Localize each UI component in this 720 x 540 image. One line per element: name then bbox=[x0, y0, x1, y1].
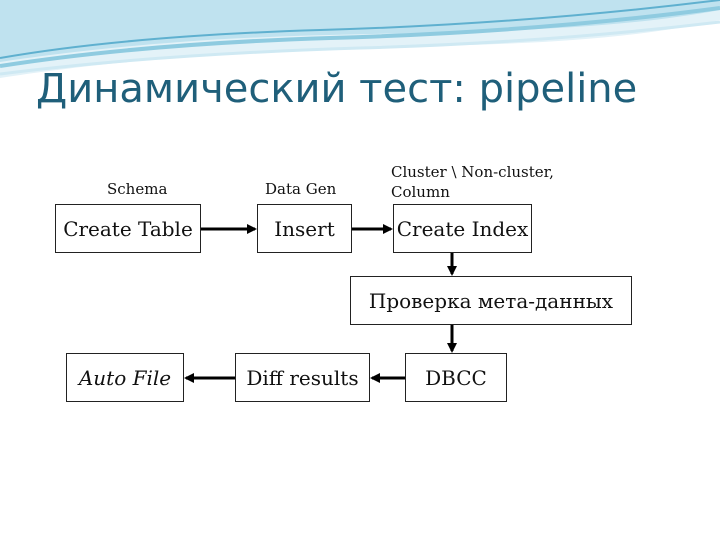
header-wave-decoration bbox=[0, 0, 720, 78]
slide-title: Динамический тест: pipeline bbox=[36, 66, 638, 112]
node-auto-file: Auto File bbox=[66, 353, 184, 402]
node-dbcc: DBCC bbox=[405, 353, 507, 402]
node-create-index: Create Index bbox=[393, 204, 532, 253]
node-create-table: Create Table bbox=[55, 204, 201, 253]
caption-cluster-index-type: Cluster \ Non-cluster, Column bbox=[391, 163, 554, 201]
node-diff-results: Diff results bbox=[235, 353, 370, 402]
caption-data-gen: Data Gen bbox=[265, 180, 337, 198]
node-check-metadata: Проверка мета-данных bbox=[350, 276, 632, 325]
caption-schema: Schema bbox=[107, 180, 168, 198]
node-insert: Insert bbox=[257, 204, 352, 253]
